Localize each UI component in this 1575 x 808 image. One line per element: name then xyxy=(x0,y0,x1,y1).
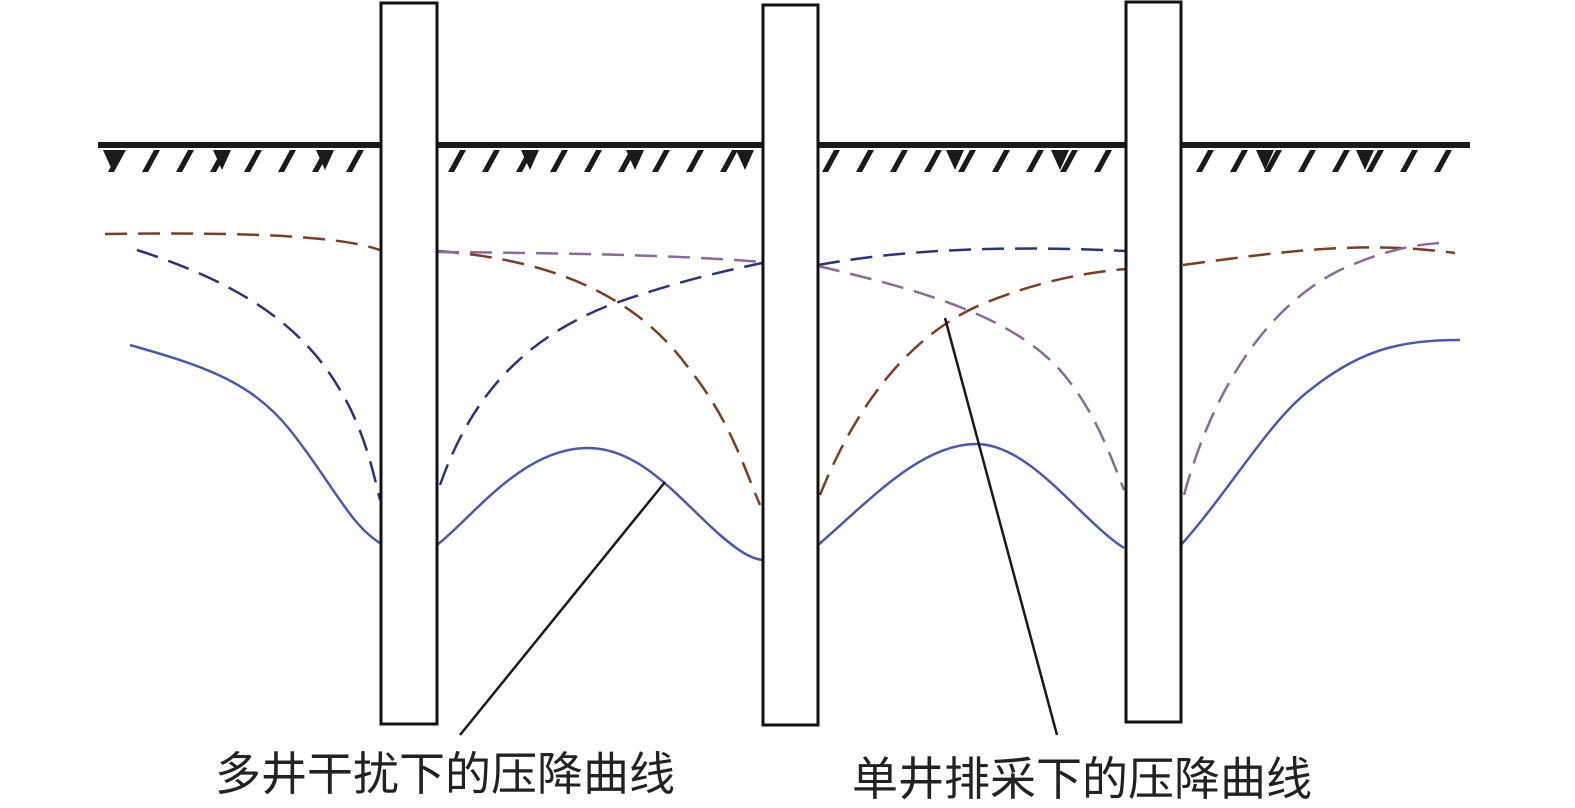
hatch-mark xyxy=(1026,150,1044,172)
hatch-triangle xyxy=(521,150,539,170)
label-single-well: 单井排采下的压降曲线 xyxy=(852,752,1312,806)
leader-line-single xyxy=(943,317,1059,736)
single-well-curve-brown-4 xyxy=(1182,246,1456,267)
well-1 xyxy=(379,1,439,726)
single-well-curve-navy-1 xyxy=(136,248,382,501)
hatch-mark xyxy=(176,150,194,172)
hatch-triangle xyxy=(103,150,121,170)
single-well-curve-purple-2 xyxy=(817,264,1126,491)
hatch-mark xyxy=(856,150,874,172)
hatch-triangle xyxy=(946,150,964,170)
hatch-mark xyxy=(1230,150,1248,172)
single-well-curve-brown-1 xyxy=(104,232,381,252)
single-well-curve-brown-2 xyxy=(436,249,762,506)
hatch-mark xyxy=(1094,150,1112,172)
single-well-curve-purple-1 xyxy=(436,250,763,264)
hatch-mark xyxy=(652,150,670,172)
single-well-curve-brown-3 xyxy=(818,267,1127,496)
hatch-mark xyxy=(584,150,602,172)
hatch-triangle xyxy=(736,150,754,170)
hatch-triangle xyxy=(316,150,334,170)
hatch-triangle xyxy=(1051,150,1069,170)
hatch-triangle xyxy=(1356,150,1374,170)
ground-hatching xyxy=(103,150,1452,172)
single-well-curve-navy-3 xyxy=(817,247,1127,267)
hatch-mark xyxy=(1060,150,1078,172)
single-well-curve-purple-3 xyxy=(1182,241,1441,496)
hatch-mark xyxy=(822,150,840,172)
hatch-mark xyxy=(550,150,568,172)
hatch-mark xyxy=(346,150,364,172)
leader-line-multi xyxy=(459,481,666,736)
hatch-mark xyxy=(142,150,160,172)
hatch-mark xyxy=(278,150,296,172)
label-multi-well: 多井干扰下的压降曲线 xyxy=(215,747,675,801)
hatch-mark xyxy=(1298,150,1316,172)
hatch-mark xyxy=(686,150,704,172)
hatch-mark xyxy=(1264,150,1282,172)
hatch-mark xyxy=(992,150,1010,172)
hatch-mark xyxy=(1196,150,1214,172)
hatch-triangle xyxy=(626,150,644,170)
hatch-mark xyxy=(1332,150,1350,172)
hatch-mark xyxy=(720,150,738,172)
single-well-curve-navy-2 xyxy=(438,261,763,486)
well-2 xyxy=(761,3,820,727)
hatch-mark xyxy=(244,150,262,172)
hatch-mark xyxy=(1434,150,1452,172)
hatch-mark xyxy=(958,150,976,172)
hatch-mark xyxy=(482,150,500,172)
hatch-mark xyxy=(1400,150,1418,172)
hatch-mark xyxy=(448,150,466,172)
well-3 xyxy=(1124,0,1183,724)
hatch-mark xyxy=(1366,150,1384,172)
multi-well-curve xyxy=(129,338,1461,562)
hatch-triangle xyxy=(213,150,231,170)
hatch-mark xyxy=(890,150,908,172)
hatch-mark xyxy=(924,150,942,172)
hatch-triangle xyxy=(1256,150,1274,170)
